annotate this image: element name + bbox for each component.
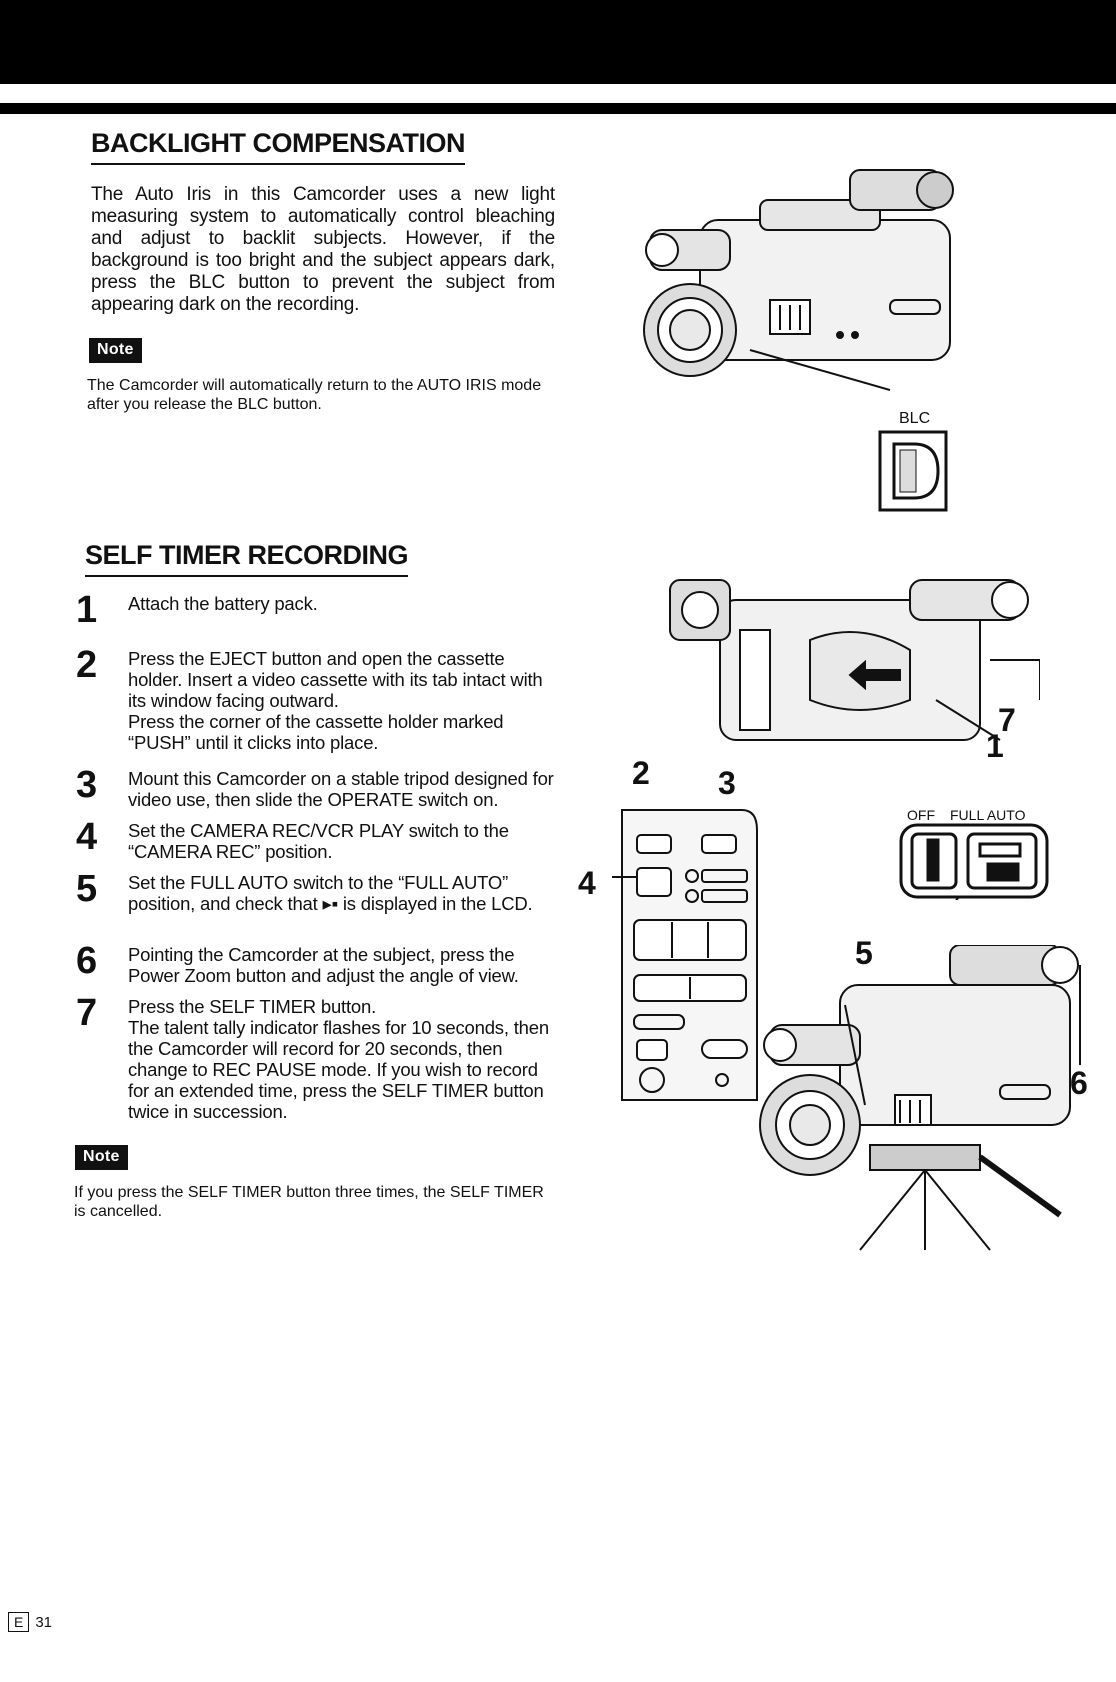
header-rule <box>0 103 1116 114</box>
callout-1: 1 <box>986 728 1004 764</box>
control-panel-illustration <box>612 809 758 1101</box>
self-timer-note-text: If you press the SELF TIMER button three… <box>74 1184 544 1220</box>
step-4-text: Set the CAMERA REC/VCR PLAY switch to th… <box>128 820 509 862</box>
step-4-number: 4 <box>76 816 98 858</box>
step-6-text: Pointing the Camcorder at the subject, p… <box>128 944 519 986</box>
callout-3: 3 <box>718 765 736 801</box>
step-6-number: 6 <box>76 940 98 982</box>
language-box: E <box>8 1612 30 1632</box>
camcorder-tripod-illustration <box>759 945 1081 1251</box>
camcorder-blc-illustration <box>643 169 954 391</box>
self-timer-note-badge: Note <box>75 1145 128 1170</box>
callout-4: 4 <box>578 865 596 901</box>
step-2-number: 2 <box>76 644 98 686</box>
full-auto-switch-illustration <box>899 823 1049 900</box>
header-band <box>0 0 1116 84</box>
backlight-note-text: The Camcorder will automatically return … <box>87 377 542 413</box>
step-6: 6 Pointing the Camcorder at the subject,… <box>76 940 556 986</box>
step-7-number: 7 <box>76 992 98 1034</box>
step-5: 5 Set the FULL AUTO switch to the “FULL … <box>76 868 556 914</box>
switch-label-off: OFF <box>907 807 935 823</box>
callout-6: 6 <box>1070 1065 1088 1101</box>
switch-label-full-auto: FULL AUTO <box>950 807 1026 823</box>
page-number: 31 <box>35 1613 53 1631</box>
callout-2: 2 <box>632 755 650 791</box>
step-3-text: Mount this Camcorder on a stable tripod … <box>128 768 554 810</box>
step-5-text: Set the FULL AUTO switch to the “FULL AU… <box>128 872 533 914</box>
step-2-text-a: Press the EJECT button and open the cass… <box>128 648 543 711</box>
callout-5: 5 <box>855 935 873 971</box>
step-5-number: 5 <box>76 868 98 910</box>
camcorder-side-illustration <box>669 579 1040 741</box>
step-3: 3 Mount this Camcorder on a stable tripo… <box>76 764 556 810</box>
backlight-body: The Auto Iris in this Camcorder uses a n… <box>91 184 555 315</box>
blc-button-icon <box>878 430 948 512</box>
step-1-number: 1 <box>76 589 98 631</box>
step-7: 7 Press the SELF TIMER button. The talen… <box>76 992 556 1122</box>
callout-7: 7 <box>998 702 1016 738</box>
step-4: 4 Set the CAMERA REC/VCR PLAY switch to … <box>76 816 556 862</box>
self-timer-title: SELF TIMER RECORDING <box>85 540 409 577</box>
backlight-title: BACKLIGHT COMPENSATION <box>91 128 466 165</box>
step-7-text-a: Press the SELF TIMER button. <box>128 996 377 1017</box>
step-2-text-b: Press the corner of the cassette holder … <box>128 711 504 753</box>
step-2: 2 Press the EJECT button and open the ca… <box>76 644 556 753</box>
page-footer: E 31 <box>8 1612 52 1632</box>
step-1: 1 Attach the battery pack. <box>76 589 556 631</box>
step-3-number: 3 <box>76 764 98 806</box>
step-1-text: Attach the battery pack. <box>128 593 318 614</box>
step-7-text-b: The talent tally indicator flashes for 1… <box>128 1017 549 1122</box>
blc-label: BLC <box>899 410 931 427</box>
backlight-note-badge: Note <box>89 338 142 363</box>
